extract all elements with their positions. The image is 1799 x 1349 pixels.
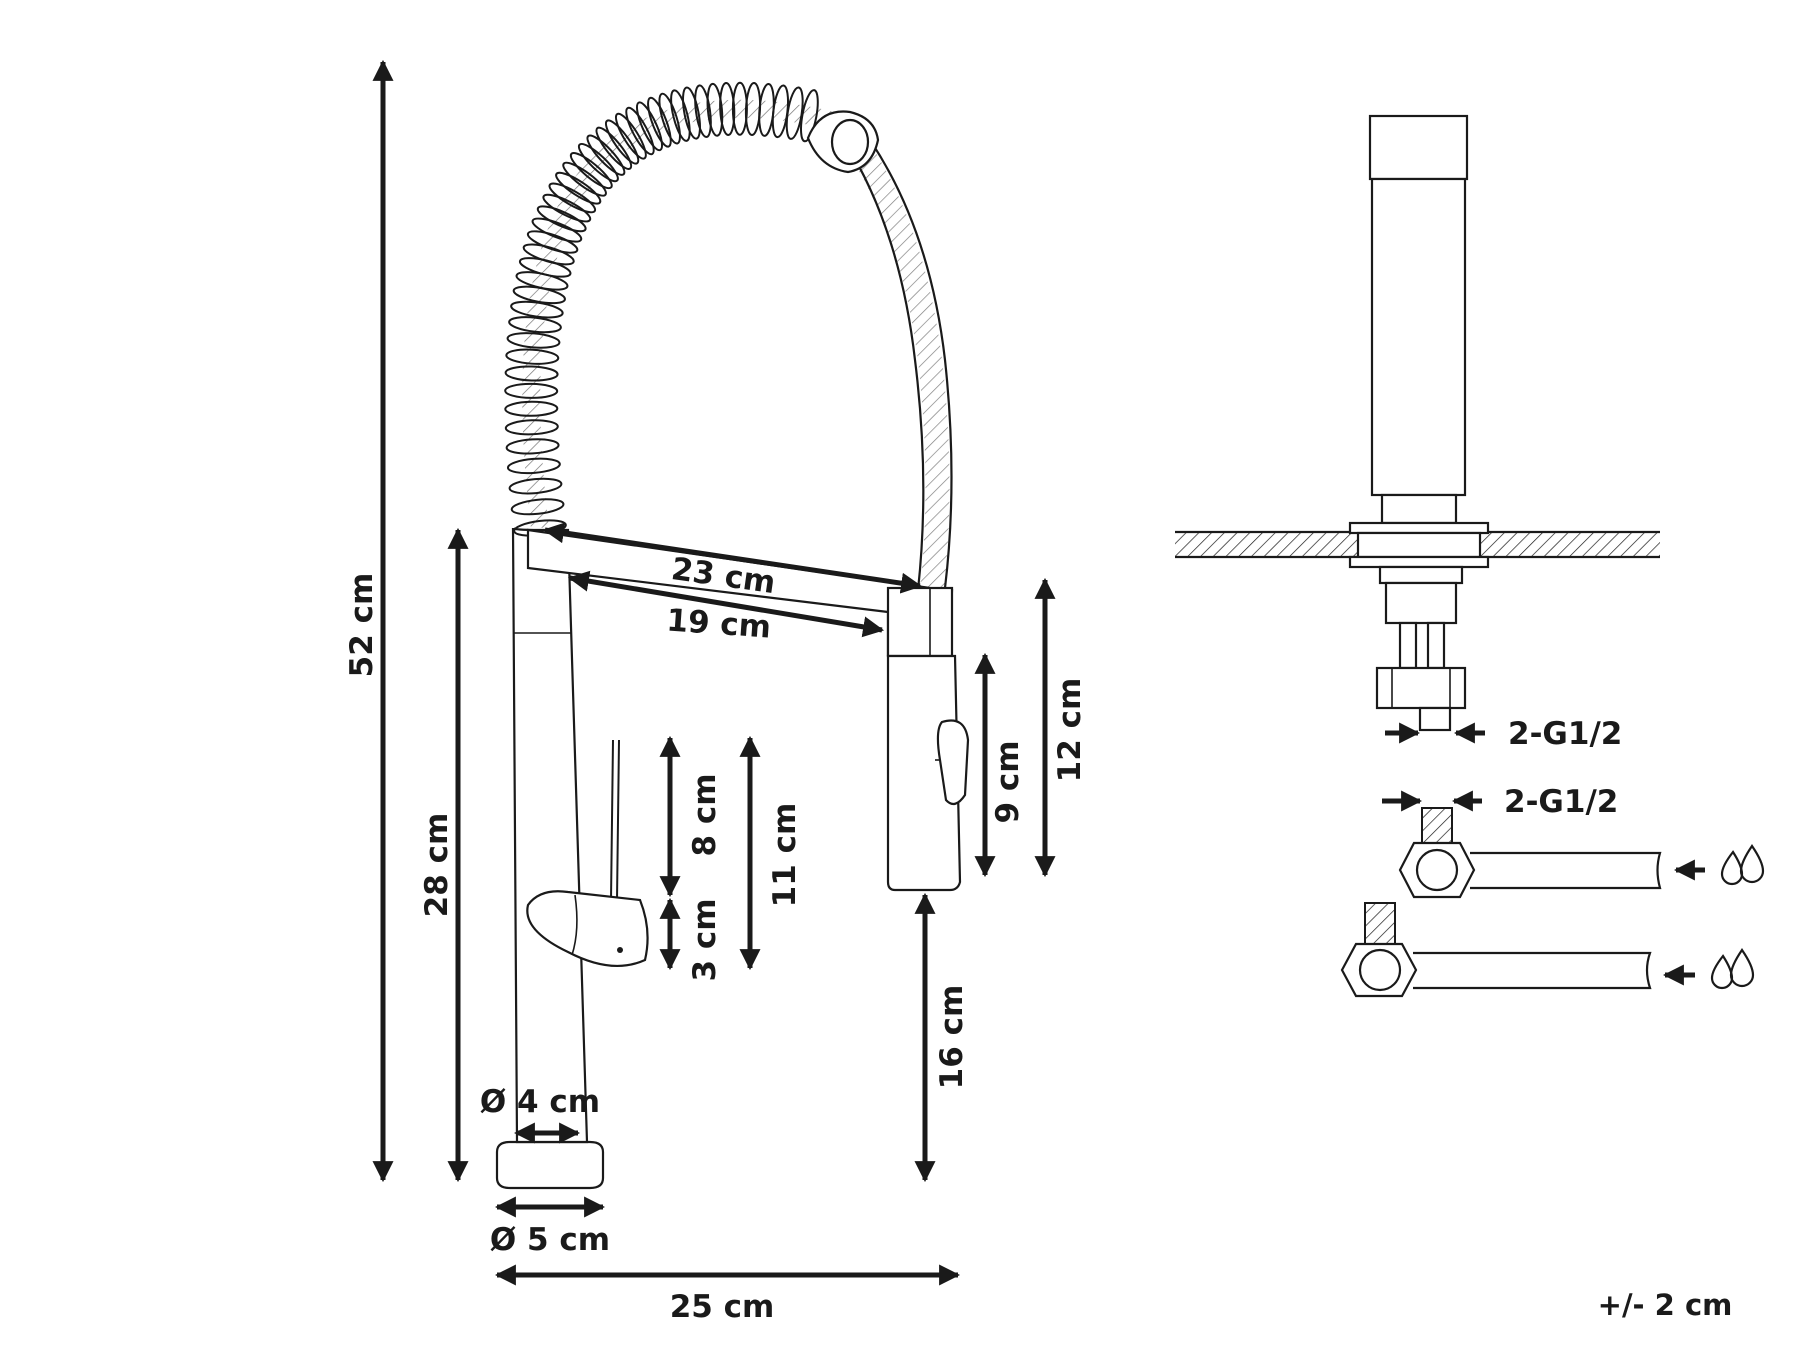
lever-height-label: 8 cm (687, 773, 723, 856)
spring-coil-loop (604, 119, 640, 165)
spring-coil-loop (636, 101, 663, 152)
spring-coil-loop (658, 92, 681, 145)
connection-bottom-label: 2-G1/2 (1504, 784, 1618, 820)
spring-coil-loop (526, 230, 579, 254)
spring-coil (504, 81, 832, 537)
head-length-label: 9 cm (990, 740, 1026, 823)
spring-coil-loop (625, 106, 655, 156)
spring-coil-loop (504, 419, 559, 436)
spring-coil-loop (706, 82, 724, 137)
spring-coil-loop (504, 400, 559, 417)
faucet-base (495, 1140, 605, 1190)
spring-coil-loop (555, 171, 602, 205)
spring-coil-loop (508, 316, 562, 334)
faucet-side-view (1175, 114, 1660, 732)
spring-coil-loop (536, 205, 587, 233)
head-total-label: 12 cm (1052, 678, 1088, 783)
spring-coil-loop (670, 89, 691, 142)
spring-coil-loop (542, 193, 592, 223)
faucet-body (511, 526, 589, 1144)
total-width-label: 25 cm (670, 1289, 775, 1325)
cold-water-hose (1340, 902, 1652, 998)
lever-base-label: 3 cm (687, 898, 723, 981)
spring-coil-loop (531, 217, 583, 243)
hot-water-hose (1398, 807, 1662, 899)
spring-coil-loop (595, 126, 633, 170)
spring-coil-loop (504, 365, 559, 382)
lever-body (526, 890, 649, 968)
dimension-lines (372, 59, 1056, 1286)
base-diameter-label: Ø 5 cm (490, 1222, 610, 1258)
spring-coil-loop (506, 332, 561, 349)
spring-coil-loop (562, 161, 607, 197)
spring-coil-loop (505, 438, 560, 455)
spring-coil-loop (569, 152, 613, 190)
lever-total-label: 11 cm (767, 803, 803, 908)
inner-hose (522, 99, 832, 530)
body-height-label: 28 cm (419, 813, 455, 918)
spring-coil-loop (510, 498, 565, 516)
cold-water-drops-icon (1710, 948, 1755, 990)
body-diameter-label: Ø 4 cm (480, 1084, 600, 1120)
spout-reach-label: 19 cm (665, 602, 772, 645)
spring-coil-loop (694, 84, 712, 138)
spring-coil-loop (504, 382, 559, 399)
spring-coil-loop (586, 134, 626, 176)
total-height-label: 52 cm (344, 573, 380, 678)
spray-button (936, 719, 970, 806)
spring-coil-loop (505, 348, 560, 365)
spring-coil-loop (506, 457, 561, 475)
hose-width-label: 23 cm (669, 551, 778, 601)
hot-water-drops-icon (1720, 844, 1765, 886)
spring-coil-loop (682, 86, 701, 140)
connection-top-label: 2-G1/2 (1508, 716, 1622, 752)
spring-coil-loop (800, 89, 819, 143)
spring-coil-loop (577, 142, 619, 183)
spray-head (886, 654, 962, 892)
spring-coil-loop (647, 96, 672, 148)
head-clearance-label: 16 cm (934, 985, 970, 1090)
spring-coil-loop (614, 112, 647, 160)
spring-coil-loop (548, 182, 597, 214)
spring-coil-loop (719, 82, 736, 136)
tolerance-label: +/- 2 cm (1598, 1288, 1733, 1322)
spring-coil-loop (508, 477, 563, 495)
